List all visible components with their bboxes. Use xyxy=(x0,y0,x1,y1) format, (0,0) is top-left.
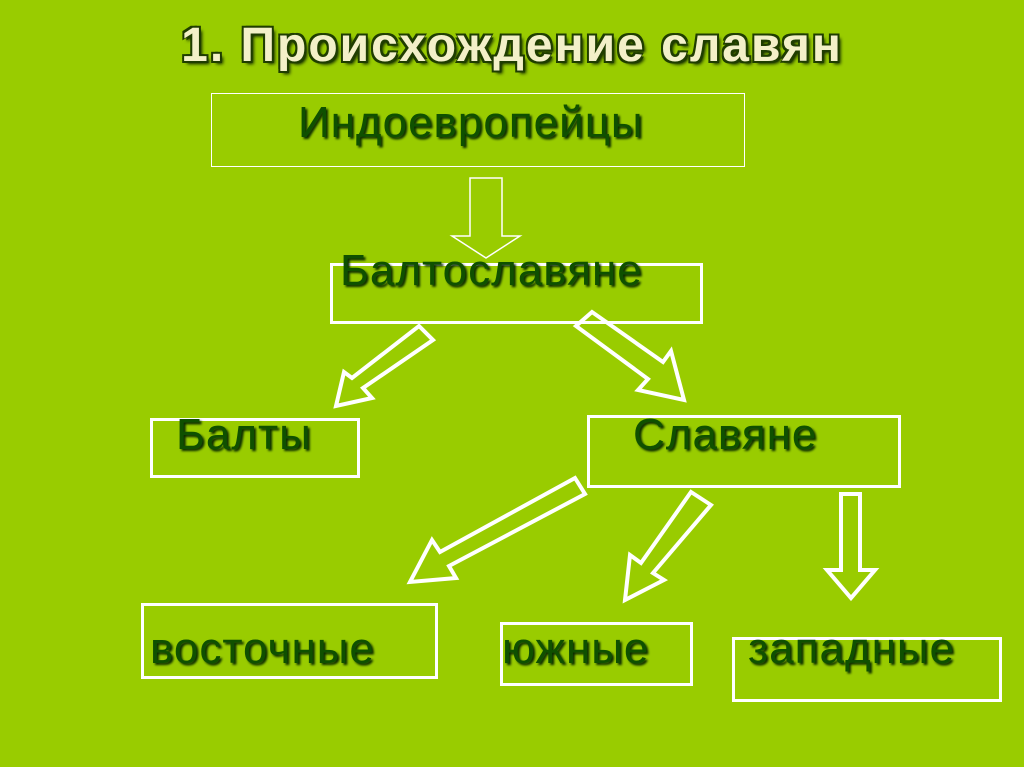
arrow-down-icon xyxy=(822,492,880,602)
node-label-western: западные xyxy=(748,624,956,673)
node-label-balts: Балты xyxy=(176,410,312,459)
node-label-eastern: восточные xyxy=(150,624,375,673)
node-box-balts xyxy=(150,418,360,478)
arrow-down-icon xyxy=(449,177,523,259)
slide-title: 1. Происхождение славян xyxy=(181,19,843,72)
node-box-eastern xyxy=(141,603,438,679)
node-box-southern xyxy=(500,622,693,686)
node-label-southern: южные xyxy=(502,624,650,673)
node-label-indoeuropeans: Индоевропейцы xyxy=(298,98,644,147)
arrow-down-icon xyxy=(622,489,715,604)
node-box-western xyxy=(732,637,1002,702)
arrow-down-left-icon xyxy=(406,475,588,585)
node-label-slavs: Славяне xyxy=(633,410,818,459)
node-box-indoeuropeans xyxy=(211,93,745,167)
node-box-baltoslavs xyxy=(330,263,703,324)
node-box-slavs xyxy=(587,415,901,488)
arrow-down-left-icon xyxy=(333,323,437,409)
arrow-down-right-icon xyxy=(572,309,687,403)
